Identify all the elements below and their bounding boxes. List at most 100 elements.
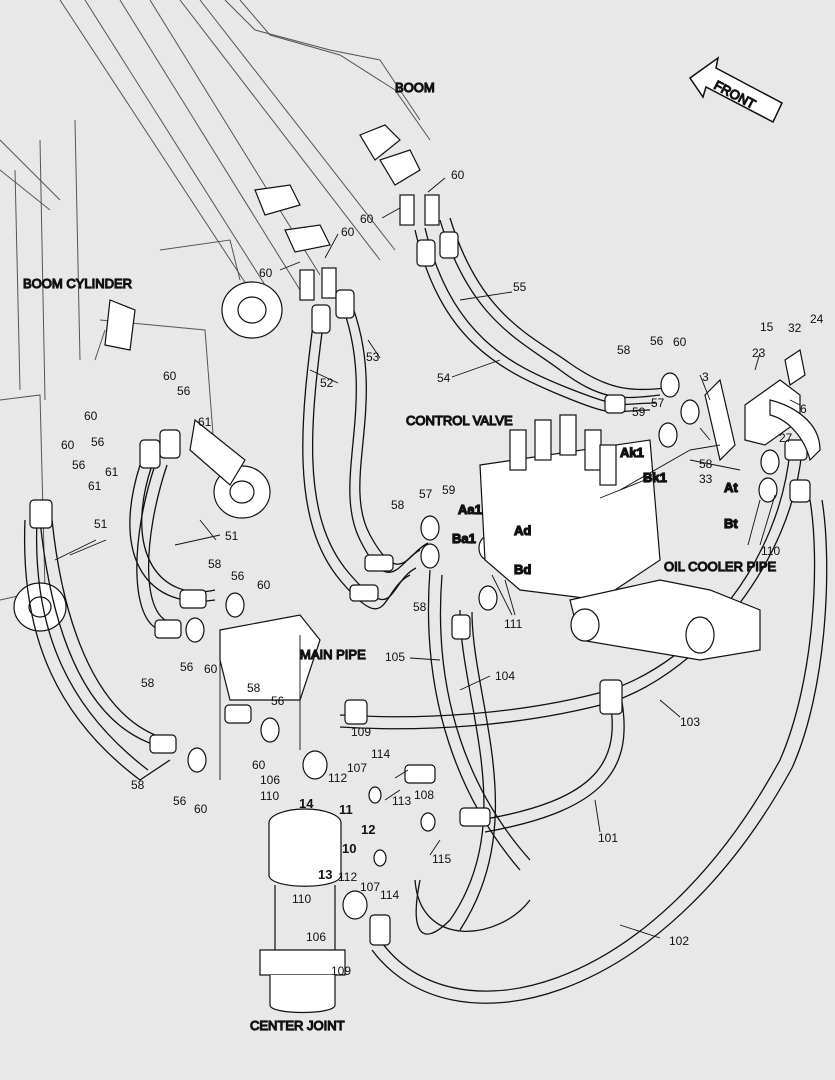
callout-58: 58 <box>413 600 427 614</box>
port-label-bk1: Bk1 <box>643 470 667 485</box>
callout-110: 110 <box>260 789 279 803</box>
callout-58: 58 <box>617 343 631 357</box>
oil-cooler-pipe-title: OIL COOLER PIPE <box>664 559 777 574</box>
callout-10: 10 <box>342 841 356 856</box>
callout-59: 59 <box>442 483 456 497</box>
callout-51: 51 <box>94 517 108 531</box>
callout-6: 6 <box>800 402 807 416</box>
callout-109: 109 <box>331 964 351 978</box>
callout-60: 60 <box>252 758 266 772</box>
callout-58: 58 <box>208 557 222 571</box>
callout-27: 27 <box>779 431 793 445</box>
callout-106: 106 <box>260 773 280 787</box>
callout-52: 52 <box>320 376 334 390</box>
callout-15: 15 <box>760 320 774 334</box>
port-label-ak1: Ak1 <box>620 445 644 460</box>
front-arrow <box>688 56 783 124</box>
callout-60: 60 <box>163 369 177 383</box>
callout-104: 104 <box>495 669 515 683</box>
boom-structure <box>0 0 431 601</box>
callout-106: 106 <box>306 930 326 944</box>
callout-103: 103 <box>680 715 700 729</box>
port-label-at: At <box>724 480 738 495</box>
callout-24: 24 <box>810 312 824 326</box>
callout-56: 56 <box>72 458 86 472</box>
callout-101: 101 <box>598 831 618 845</box>
callout-60: 60 <box>194 802 208 816</box>
callout-61: 61 <box>198 415 212 429</box>
callout-115: 115 <box>432 852 451 866</box>
port-label-ba1: Ba1 <box>452 531 476 546</box>
callout-114: 114 <box>371 747 390 761</box>
callout-60: 60 <box>451 168 465 182</box>
callout-107: 107 <box>360 880 380 894</box>
callout-58: 58 <box>131 778 145 792</box>
port-label-bd: Bd <box>514 562 531 577</box>
callout-32: 32 <box>788 321 802 335</box>
callout-58: 58 <box>247 681 261 695</box>
boom-title: BOOM <box>395 80 435 95</box>
callout-60: 60 <box>204 662 218 676</box>
callout-60: 60 <box>360 212 374 226</box>
callout-61: 61 <box>88 479 102 493</box>
port-label-aa1: Aa1 <box>458 502 482 517</box>
center-joint <box>259 808 346 1014</box>
hose-fittings <box>29 231 811 946</box>
callout-54: 54 <box>437 371 451 385</box>
boom-cylinder-title: BOOM CYLINDER <box>23 276 132 291</box>
boom-cylinder-eyes <box>13 281 283 632</box>
callout-60: 60 <box>257 578 271 592</box>
callout-110: 110 <box>761 544 780 558</box>
callout-56: 56 <box>231 569 245 583</box>
callout-23: 23 <box>752 346 766 360</box>
hoses <box>23 217 828 1004</box>
center-joint-title: CENTER JOINT <box>250 1018 345 1033</box>
callout-14: 14 <box>299 796 314 811</box>
callout-56: 56 <box>271 694 285 708</box>
callout-60: 60 <box>84 409 98 423</box>
callout-56: 56 <box>173 794 187 808</box>
callout-33: 33 <box>699 472 713 486</box>
callout-12: 12 <box>361 822 375 837</box>
callout-113: 113 <box>392 794 411 808</box>
callout-57: 57 <box>419 487 433 501</box>
callout-58: 58 <box>141 676 155 690</box>
callout-105: 105 <box>385 650 405 664</box>
leader-lines <box>54 177 801 939</box>
callout-51: 51 <box>225 529 239 543</box>
callout-56: 56 <box>91 435 105 449</box>
port-label-bt: Bt <box>724 516 738 531</box>
callout-13: 13 <box>318 867 332 882</box>
callout-110: 110 <box>292 892 311 906</box>
callout-11: 11 <box>339 802 353 817</box>
callout-60: 60 <box>341 225 355 239</box>
callout-114: 114 <box>380 888 399 902</box>
callout-107: 107 <box>347 761 367 775</box>
port-label-ad: Ad <box>514 523 531 538</box>
callout-56: 56 <box>180 660 194 674</box>
boom-fittings <box>254 124 440 301</box>
callout-58: 58 <box>391 498 405 512</box>
callout-3: 3 <box>702 370 709 384</box>
callout-112: 112 <box>338 870 357 884</box>
callout-109: 109 <box>351 725 371 739</box>
callout-61: 61 <box>105 465 119 479</box>
oil-cooler-pipe-parts <box>704 349 821 462</box>
callout-53: 53 <box>366 350 380 364</box>
callout-108: 108 <box>414 788 434 802</box>
callout-102: 102 <box>669 934 689 948</box>
callout-60: 60 <box>259 266 273 280</box>
control-valve-body <box>479 414 761 661</box>
callout-57: 57 <box>651 396 665 410</box>
callout-112: 112 <box>328 771 347 785</box>
callout-56: 56 <box>177 384 191 398</box>
control-valve-title: CONTROL VALVE <box>406 413 513 428</box>
callout-55: 55 <box>513 280 527 294</box>
main-pipe-title: MAIN PIPE <box>300 647 366 662</box>
callout-56: 56 <box>650 334 664 348</box>
callouts: 60 60 60 60 55 53 54 52 60 56 60 56 61 6… <box>61 168 824 978</box>
callout-59: 59 <box>632 405 646 419</box>
callout-111: 111 <box>504 617 523 631</box>
callout-60: 60 <box>673 335 687 349</box>
